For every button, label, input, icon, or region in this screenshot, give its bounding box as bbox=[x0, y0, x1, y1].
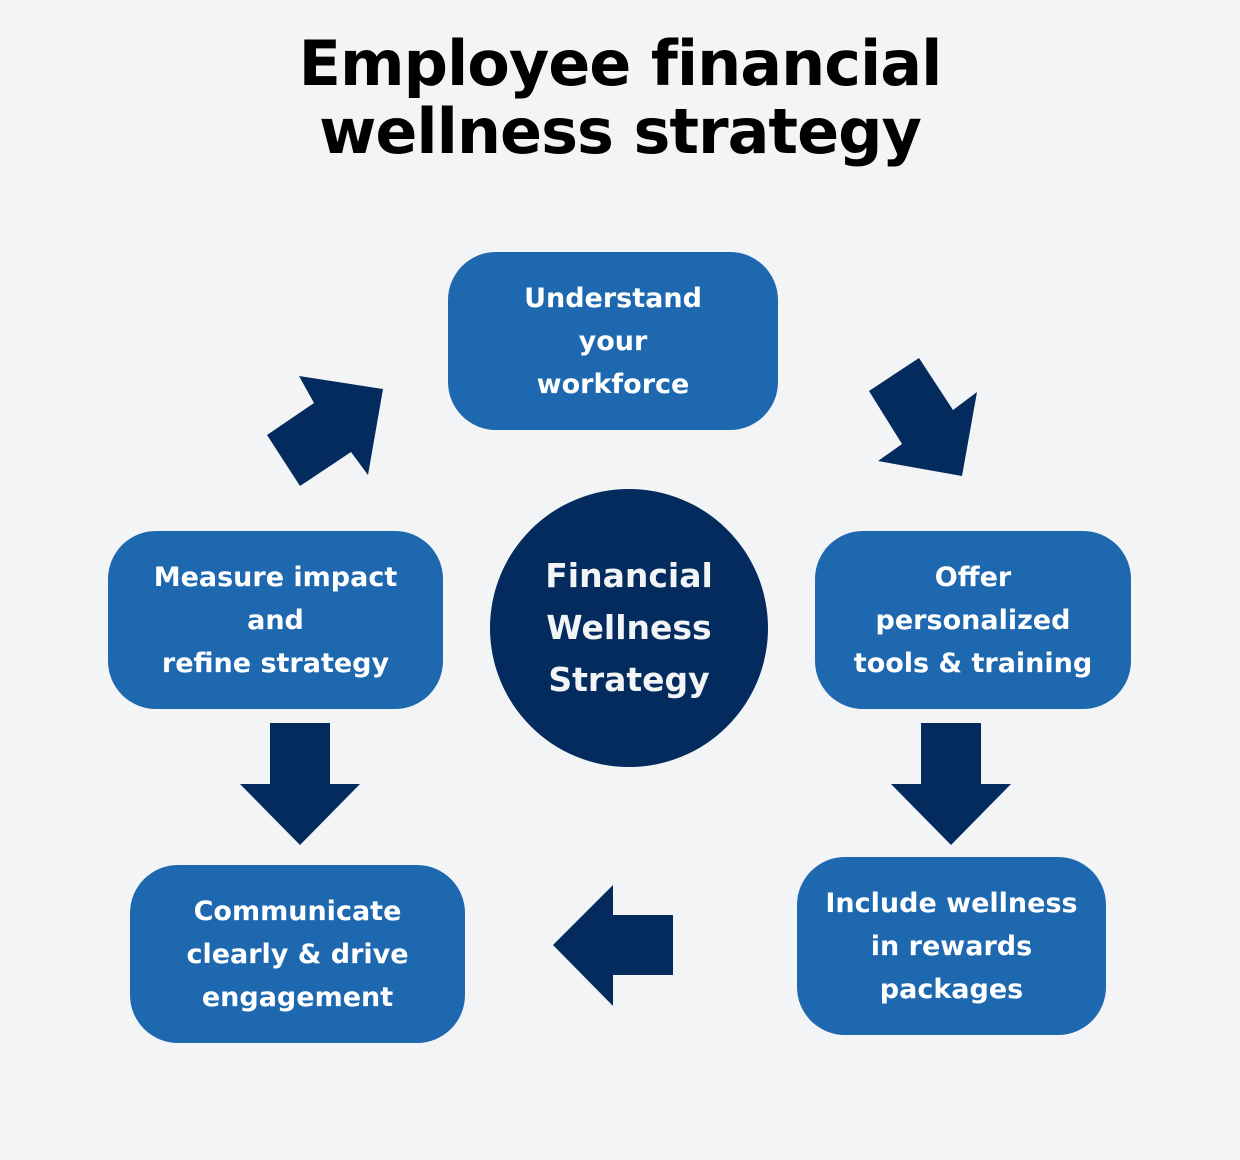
step-line: Understand bbox=[524, 282, 702, 314]
center-line: Wellness bbox=[546, 608, 712, 647]
step-line: in rewards bbox=[870, 930, 1033, 962]
step-line: packages bbox=[879, 973, 1024, 1005]
title-line-1: Employee financial bbox=[298, 27, 943, 100]
arrow-down-left-column-icon bbox=[240, 723, 360, 845]
step-line: personalized bbox=[875, 604, 1071, 636]
center-line: Strategy bbox=[548, 660, 710, 699]
step-line: tools & training bbox=[853, 647, 1093, 679]
step-measure-refine[interactable]: Measure impact and refine strategy bbox=[108, 531, 443, 709]
center-hub-circle: Financial Wellness Strategy bbox=[490, 489, 768, 767]
diagram-title: Employee financial wellness strategy bbox=[0, 30, 1240, 166]
arrow-down-right-column-icon bbox=[891, 723, 1011, 845]
arrow-up-right-icon bbox=[267, 376, 383, 486]
step-line: Measure impact bbox=[153, 561, 398, 593]
step-line: Offer bbox=[934, 561, 1012, 593]
step-line: your bbox=[578, 325, 648, 357]
step-line: workforce bbox=[536, 368, 690, 400]
step-understand-workforce[interactable]: Understand your workforce bbox=[448, 252, 778, 430]
arrow-down-right-icon bbox=[869, 358, 977, 476]
arrow-left-icon bbox=[553, 885, 673, 1006]
step-offer-tools-training[interactable]: Offer personalized tools & training bbox=[815, 531, 1131, 709]
step-line: engagement bbox=[201, 981, 394, 1013]
step-line: Communicate bbox=[193, 895, 402, 927]
title-line-2: wellness strategy bbox=[319, 95, 922, 168]
step-line: clearly & drive bbox=[186, 938, 409, 970]
step-communicate-engagement[interactable]: Communicate clearly & drive engagement bbox=[130, 865, 465, 1043]
step-line: and bbox=[247, 604, 304, 636]
step-include-rewards[interactable]: Include wellness in rewards packages bbox=[797, 857, 1106, 1035]
center-line: Financial bbox=[545, 556, 713, 595]
step-line: Include wellness bbox=[825, 887, 1078, 919]
step-line: refine strategy bbox=[161, 647, 390, 679]
